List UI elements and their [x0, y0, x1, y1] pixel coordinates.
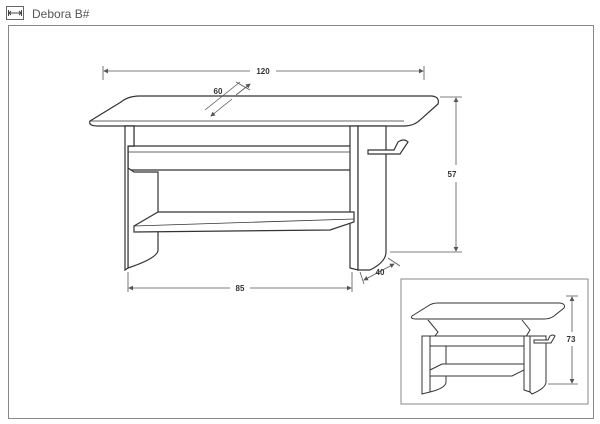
dimension-raised-height	[548, 295, 578, 385]
inset-lift-handle	[533, 334, 556, 344]
dim-label-base: 85	[236, 284, 245, 293]
inset-right-leg-side	[529, 335, 547, 395]
dimension-leg	[359, 257, 401, 285]
dimension-arrows-icon	[6, 6, 24, 20]
inset-right-leg	[523, 335, 531, 393]
dim-label-height: 57	[448, 170, 457, 179]
inset-left-leg	[421, 335, 431, 395]
lift-handle	[367, 139, 409, 155]
left-leg-panel	[124, 125, 135, 272]
dimension-depth	[204, 81, 251, 117]
dimension-width	[102, 66, 425, 80]
dim-label-depth: 60	[214, 87, 223, 96]
inset-shelf	[429, 363, 525, 377]
inset-table-drawing	[411, 302, 565, 395]
right-leg-front	[349, 125, 359, 271]
dim-label-raised-height: 73	[567, 335, 576, 344]
right-leg-side	[357, 125, 387, 271]
lower-shelf	[133, 211, 355, 233]
apron	[127, 145, 357, 171]
dimension-height	[390, 96, 462, 253]
drawing-frame	[8, 25, 594, 419]
dim-label-width: 120	[256, 67, 270, 76]
header-bar: Debora B#	[0, 0, 600, 28]
dimension-base	[127, 272, 353, 292]
tabletop	[89, 95, 439, 127]
dim-label-leg: 40	[376, 268, 385, 277]
inset-tabletop	[411, 302, 565, 320]
product-title: Debora B#	[32, 7, 90, 21]
main-table-drawing	[89, 95, 439, 272]
inset-apron	[429, 335, 531, 347]
